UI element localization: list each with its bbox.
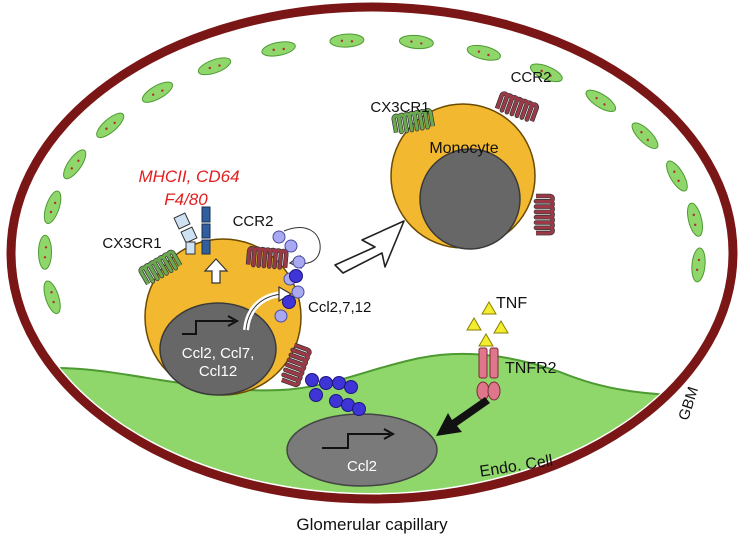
monocyte-ccr2-label: CCR2 [511,69,552,86]
macrophage-ccr2-receptor [245,245,289,270]
fenestration [261,41,296,57]
fenestration [687,202,703,237]
ccr2-receptor-icon [494,91,540,123]
fenestration [37,234,53,270]
tnfr2-receptor [476,347,501,401]
chemokine-particle [282,295,296,309]
diagram-caption: Glomerular capillary [296,515,448,534]
chemokine-particle [352,402,366,416]
monocyte-cx3cr1-receptor [391,108,436,135]
macrophage-markers-line2: F4/80 [164,190,208,209]
chemokine-particle [289,269,303,283]
cx3cr1-receptor-icon [138,249,183,286]
ccr2-receptor-icon [533,193,555,236]
fenestration [631,122,659,150]
endothelial-nucleus-gene: Ccl2 [347,458,377,475]
monocyte [390,103,536,250]
chemokine-particle [284,239,298,253]
tnf-molecule [493,320,509,334]
fenestration [43,190,62,225]
tnf-molecule [478,333,494,347]
fenestration [666,160,688,192]
chemokine-particle [291,285,305,299]
chemokine-particle [319,376,333,390]
fenestration [63,149,87,180]
ccr2-receptor-icon [280,342,312,388]
signaling-arrow-icon [436,397,490,436]
tnf-molecule [466,317,482,331]
chemokine-particle [274,309,288,323]
macrophage-ccr2-label: CCR2 [233,213,274,230]
tnf-molecule [481,301,497,315]
f4-80-receptor [201,206,211,255]
chemokine-particle [344,380,358,394]
macrophage-ccr2-receptor-lower [280,342,312,388]
fenestration [585,89,617,112]
migration-arrow-icon [334,220,405,274]
fenestration [466,44,501,61]
cx3cr1-receptor-icon [391,108,436,135]
endothelial-fenestrations [37,33,706,315]
fenestration [43,280,61,315]
chemokine-particles [272,230,366,416]
transcription-arrow-icon [322,433,390,449]
tnf-label: TNF [496,295,527,312]
chemokine-particle [292,255,306,269]
fenestration [529,63,563,83]
macrophage-nucleus-genes-line1: Ccl2, Ccl7, [182,345,255,362]
fenestration [96,112,125,139]
monocyte-nucleus [419,148,521,250]
endothelial-nucleus [286,413,438,487]
monocyte-ccr2-receptor [494,91,540,123]
chemokine-label: Ccl2,7,12 [308,299,371,316]
chemokine-particle [329,394,343,408]
macrophage-nucleus-genes-line2: Ccl12 [199,363,237,380]
tnfr2-label: TNFR2 [505,360,557,377]
macrophage-cx3cr1-label: CX3CR1 [102,235,161,252]
fenestration [141,81,174,103]
macrophage-cx3cr1-receptor [138,249,183,286]
upregulation-arrow-icon [203,258,229,284]
macrophage-transcription-arrow-icon [182,320,234,335]
chemokine-particle [272,230,286,244]
macrophage-markers-line1: MHCII, CD64 [138,167,239,186]
chemokine-particle [305,373,319,387]
gbm-label: GBM [675,385,702,423]
monocyte-cx3cr1-label: CX3CR1 [370,99,429,116]
chemokine-particle [309,388,323,402]
fenestration [691,247,706,283]
ccr2-receptor-icon [245,245,289,270]
monocyte-label: Monocyte [429,140,498,157]
mhcii-cd64-receptor [173,212,198,255]
monocyte-ccr2-receptor-side [533,193,555,236]
fenestration [197,57,232,76]
tnf-molecules [466,301,509,347]
chemokine-particle [332,376,346,390]
